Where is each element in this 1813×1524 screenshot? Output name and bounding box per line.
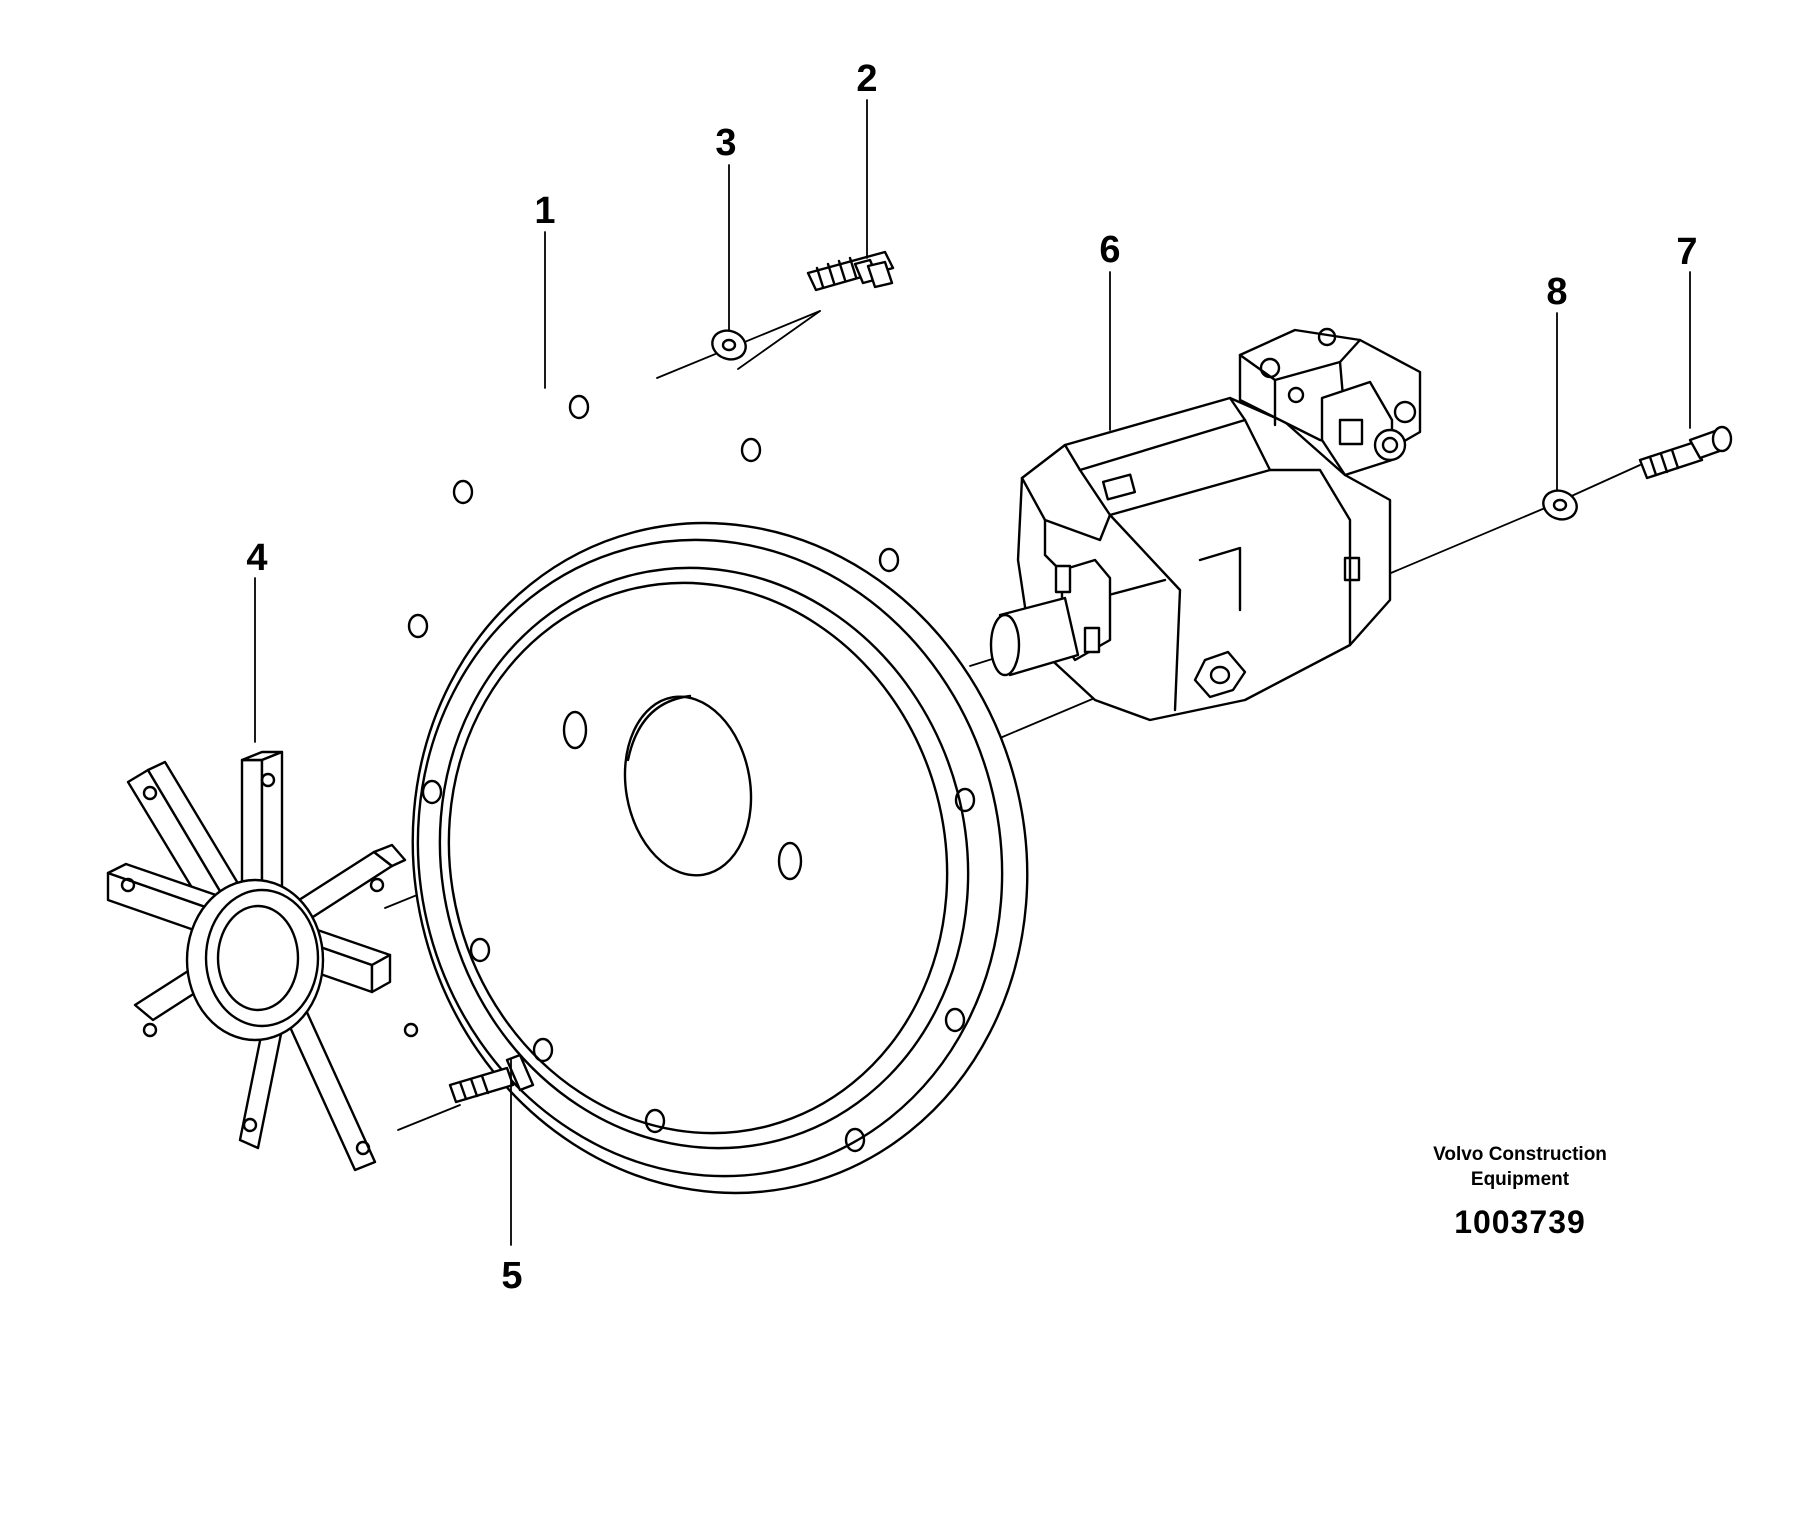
callout-leader-lines <box>254 99 1691 1246</box>
part-7-bolt <box>1638 425 1733 480</box>
callout-8: 8 <box>1546 271 1567 313</box>
part-4-coupling-spider <box>106 750 419 1172</box>
part-1-flange-plate <box>407 394 1029 1195</box>
credit-line-1: Volvo Construction <box>1433 1144 1607 1165</box>
callout-2: 2 <box>856 58 877 100</box>
part-2-bolt <box>806 250 895 292</box>
callout-3: 3 <box>715 122 736 164</box>
callout-5: 5 <box>501 1255 522 1297</box>
callout-1: 1 <box>534 190 555 232</box>
callout-6: 6 <box>1099 229 1120 271</box>
credit-line-2: Equipment <box>1470 1169 1570 1190</box>
part-8-washer <box>1542 489 1578 521</box>
part-6-hydraulic-pump <box>989 327 1422 722</box>
figure-number: 1003739 <box>1454 1204 1586 1240</box>
callout-labels: 1 2 3 4 5 6 7 8 <box>246 58 1697 1297</box>
callout-4: 4 <box>246 537 267 579</box>
callout-7: 7 <box>1676 231 1697 273</box>
part-5-bolt <box>448 1053 535 1104</box>
part-3-washer <box>711 329 747 361</box>
manufacturer-credit: Volvo Construction Equipment <box>1380 1142 1660 1192</box>
flange-bolt-holes <box>407 394 976 1153</box>
center-mounting-holes <box>562 710 803 881</box>
